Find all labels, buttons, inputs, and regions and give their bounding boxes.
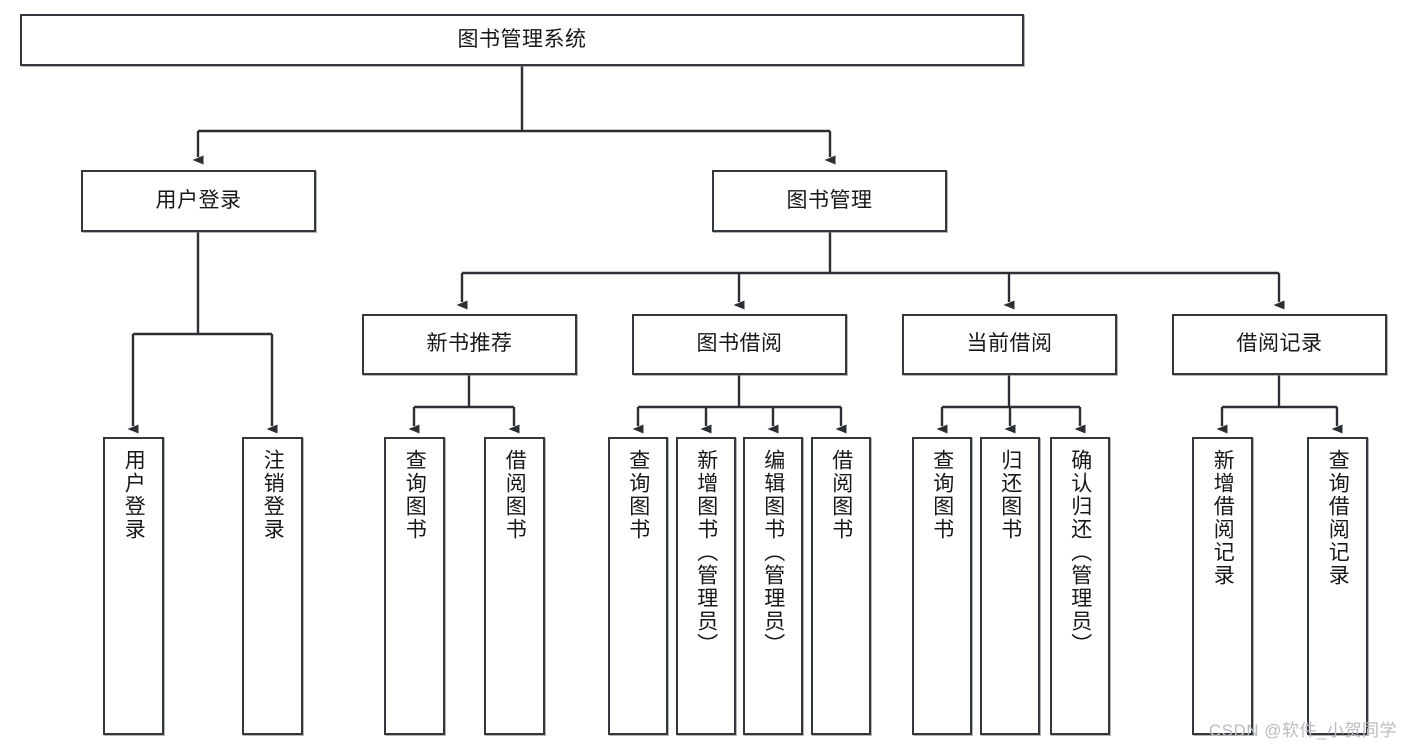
node-label: 新增图书（管理员） (694, 449, 718, 656)
node-label: 图书管理 (786, 188, 873, 212)
leaf-user-login-logout[interactable]: 注销登录 (242, 437, 303, 735)
leaf-book-borrow-edit-book-admin[interactable]: 编辑图书（管理员） (743, 437, 803, 735)
node-root-book-management-system[interactable]: 图书管理系统 (20, 14, 1024, 66)
node-label: 新增借阅记录 (1211, 449, 1235, 587)
leaf-book-borrow-add-book-admin[interactable]: 新增图书（管理员） (676, 437, 736, 735)
leaf-current-borrow-confirm-return-admin[interactable]: 确认归还（管理员） (1050, 437, 1110, 735)
leaf-current-borrow-query-book[interactable]: 查询图书 (912, 437, 972, 735)
leaf-book-borrow-borrow-book[interactable]: 借阅图书 (811, 437, 871, 735)
node-label: 借阅图书 (503, 449, 527, 541)
leaf-current-borrow-return-book[interactable]: 归还图书 (980, 437, 1040, 735)
leaf-borrow-record-add-record[interactable]: 新增借阅记录 (1192, 437, 1253, 735)
node-borrow-record[interactable]: 借阅记录 (1172, 314, 1387, 375)
node-label: 确认归还（管理员） (1068, 449, 1092, 656)
node-label: 查询借阅记录 (1326, 449, 1350, 587)
leaf-book-borrow-query-book[interactable]: 查询图书 (608, 437, 668, 735)
node-label: 查询图书 (930, 449, 954, 541)
node-label: 图书借阅 (696, 332, 783, 356)
node-current-borrow[interactable]: 当前借阅 (902, 314, 1117, 375)
leaf-borrow-record-query-record[interactable]: 查询借阅记录 (1307, 437, 1368, 735)
node-user-login[interactable]: 用户登录 (81, 170, 316, 232)
leaf-new-book-borrow-book[interactable]: 借阅图书 (484, 437, 545, 735)
node-label: 新书推荐 (426, 332, 513, 356)
node-label: 编辑图书（管理员） (761, 449, 785, 656)
leaf-user-login-login[interactable]: 用户登录 (103, 437, 164, 735)
node-book-management[interactable]: 图书管理 (712, 170, 947, 232)
node-book-borrow[interactable]: 图书借阅 (632, 314, 847, 375)
leaf-new-book-query-book[interactable]: 查询图书 (384, 437, 445, 735)
node-label: 借阅图书 (829, 449, 853, 541)
node-label: 查询图书 (626, 449, 650, 541)
node-label: 查询图书 (403, 449, 427, 541)
node-label: 用户登录 (122, 449, 146, 541)
node-label: 归还图书 (998, 449, 1022, 541)
node-label: 当前借阅 (966, 332, 1053, 356)
node-label: 注销登录 (261, 449, 285, 541)
node-label: 图书管理系统 (457, 27, 587, 51)
node-label: 借阅记录 (1236, 332, 1323, 356)
node-new-book-recommend[interactable]: 新书推荐 (362, 314, 577, 375)
csdn-watermark: CSDN @软件_小贺同学 (1208, 721, 1397, 740)
node-label: 用户登录 (155, 188, 242, 212)
